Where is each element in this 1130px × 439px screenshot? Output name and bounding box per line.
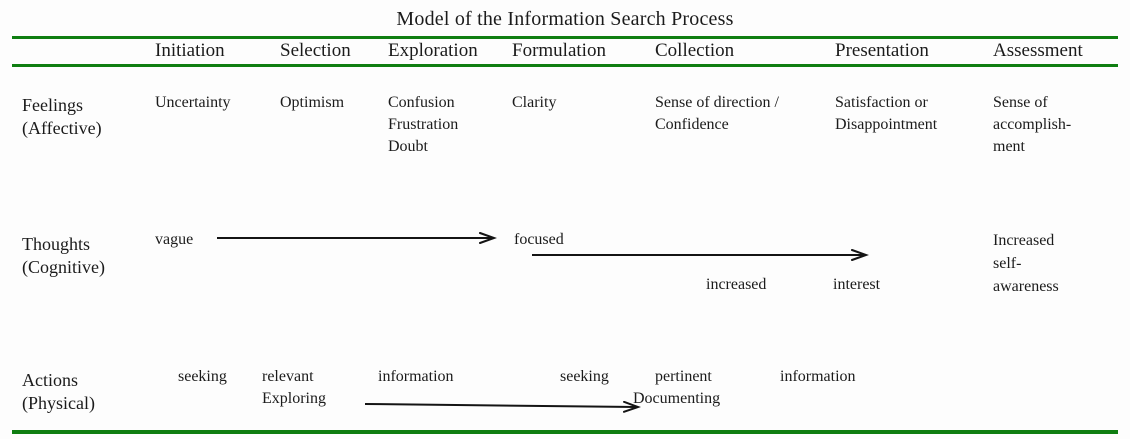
top-rule xyxy=(12,36,1118,39)
actions-seeking-left: seeking xyxy=(178,368,227,385)
feelings-presentation: Satisfaction or Disappointment xyxy=(835,94,938,133)
stage-header-assessment: Assessment xyxy=(993,40,1083,61)
bottom-rule xyxy=(12,430,1118,434)
thoughts-assessment: Increased self- awareness xyxy=(993,232,1059,295)
feelings-collection: Sense of direction / Confidence xyxy=(655,94,779,133)
actions-relevant-exploring: relevant Exploring xyxy=(262,368,326,407)
actions-seeking-right: seeking xyxy=(560,368,609,385)
stage-header-presentation: Presentation xyxy=(835,40,929,61)
thoughts-interest: interest xyxy=(833,276,881,293)
thoughts-vague: vague xyxy=(155,231,194,248)
actions-pertinent: pertinent xyxy=(655,368,712,385)
feelings-selection: Optimism xyxy=(280,94,345,111)
row-label-thoughts: Thoughts (Cognitive) xyxy=(22,234,105,277)
feelings-formulation: Clarity xyxy=(512,94,557,111)
feelings-exploration: Confusion Frustration Doubt xyxy=(388,94,459,155)
stage-header-initiation: Initiation xyxy=(155,40,225,61)
stage-header-collection: Collection xyxy=(655,40,735,61)
actions-information-right: information xyxy=(780,368,856,385)
actions-information-left: information xyxy=(378,368,454,385)
stage-header-exploration: Exploration xyxy=(388,40,478,61)
feelings-initiation: Uncertainty xyxy=(155,94,231,111)
exploring-to-documenting-arrow xyxy=(364,400,641,413)
feelings-assessment: Sense of accomplish- ment xyxy=(993,94,1072,155)
diagram-title: Model of the Information Search Process xyxy=(396,8,734,30)
stage-header-selection: Selection xyxy=(280,40,351,61)
thoughts-focused: focused xyxy=(514,231,564,248)
actions-documenting: Documenting xyxy=(633,390,721,407)
stage-header-formulation: Formulation xyxy=(512,40,606,61)
header-rule xyxy=(12,64,1118,67)
thoughts-increased: increased xyxy=(706,276,767,293)
row-label-feelings: Feelings (Affective) xyxy=(22,95,102,138)
row-label-actions: Actions (Physical) xyxy=(22,370,95,413)
